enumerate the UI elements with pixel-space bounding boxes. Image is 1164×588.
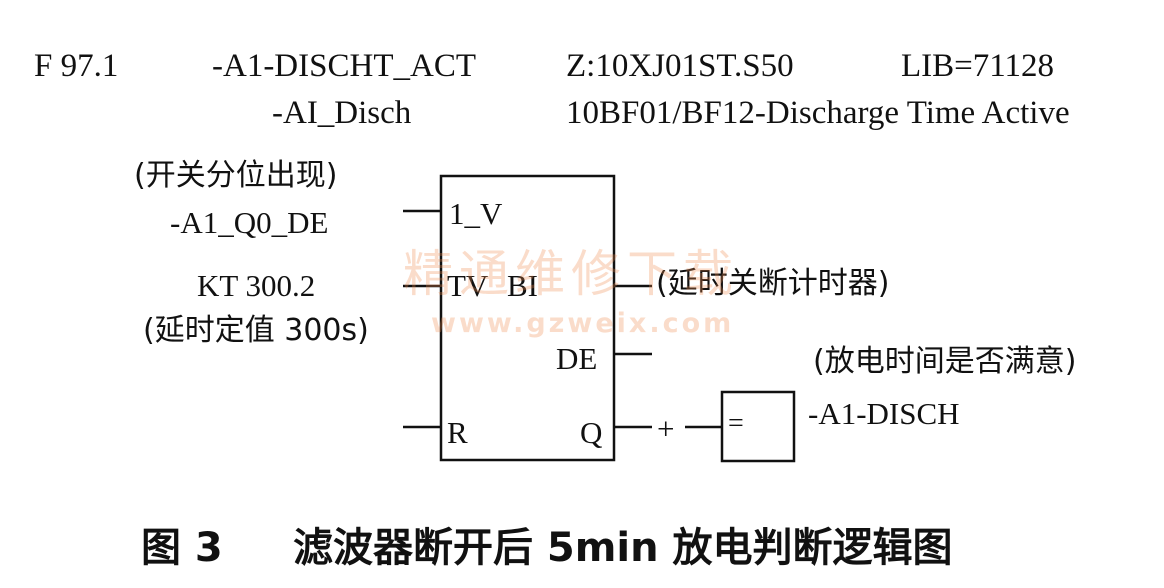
input2-note: (延时定值 300s) <box>143 313 369 348</box>
input1-signal: -A1_Q0_DE <box>170 205 329 240</box>
header-short-name: -AI_Disch <box>272 95 412 131</box>
output-signal: -A1-DISCH <box>808 396 960 431</box>
assign-box-outline <box>720 390 796 463</box>
watermark-text: 精通维修下载 <box>403 245 739 303</box>
header-description: 10BF01/BF12-Discharge Time Active <box>566 95 1070 131</box>
pin-q: Q <box>580 415 603 450</box>
header-lib: LIB=71128 <box>901 48 1055 84</box>
header-ref: F 97.1 <box>34 48 119 84</box>
pin-bi: BI <box>507 268 538 303</box>
input2-signal: KT 300.2 <box>197 268 316 303</box>
pin-r: R <box>447 415 468 450</box>
assign-symbol: = <box>728 408 744 439</box>
bi-output-note: (延时关断计时器) <box>656 266 890 301</box>
output-polarity: + <box>657 411 675 446</box>
header-code: Z:10XJ01ST.S50 <box>566 48 794 84</box>
pin-tv: TV <box>447 268 489 303</box>
caption-title: 滤波器断开后 5min 放电判断逻辑图 <box>293 525 953 571</box>
watermark-url: www.gzweix.com <box>431 308 735 339</box>
pin-de: DE <box>556 341 598 376</box>
output-note: (放电时间是否满意) <box>813 344 1077 379</box>
pin-1v: 1_V <box>449 196 503 231</box>
caption-number: 图 3 <box>141 525 223 571</box>
header-signal: -A1-DISCHT_ACT <box>212 48 476 84</box>
input1-note: (开关分位出现) <box>134 158 338 193</box>
timer-block-outline <box>439 174 616 462</box>
